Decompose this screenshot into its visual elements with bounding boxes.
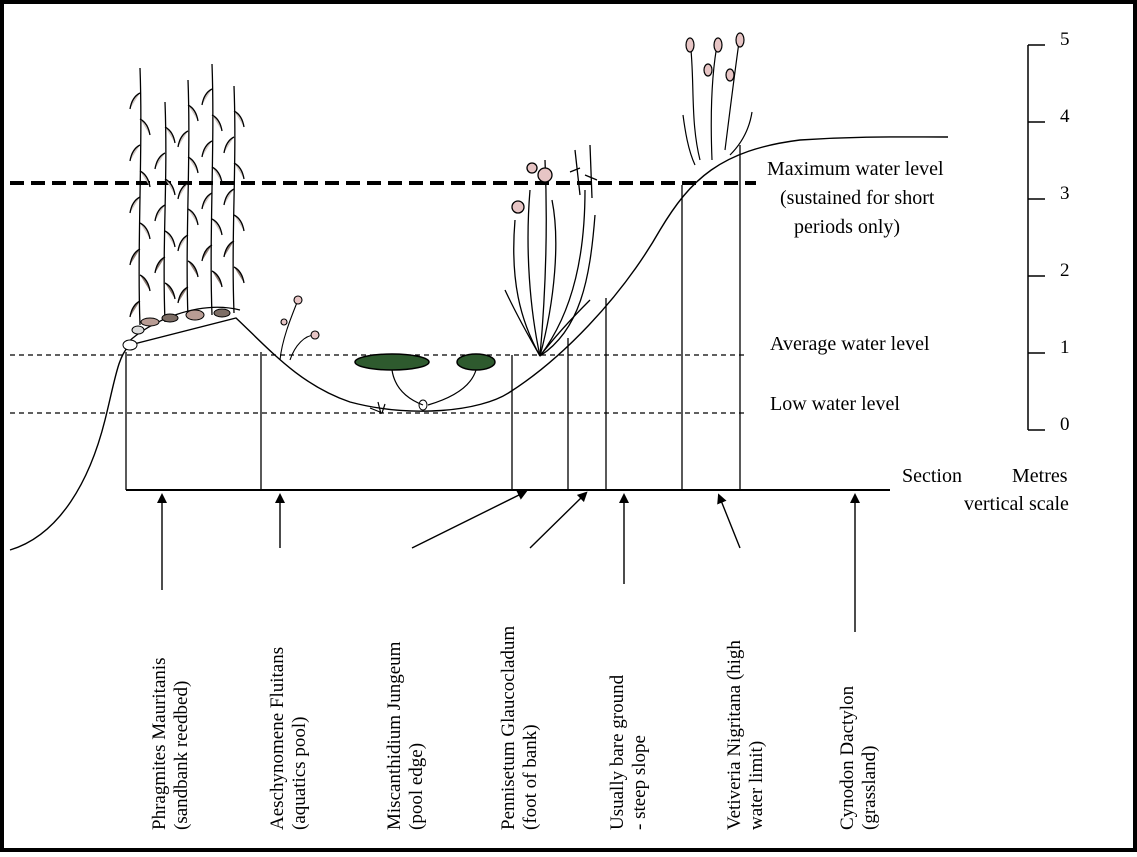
zone-label-miscanthidium-habitat: (pool edge) (406, 743, 427, 830)
reed-leaf (223, 188, 235, 206)
maximum-water-level-label: Maximum water level (767, 158, 944, 180)
scale-tick-5: 5 (1060, 29, 1070, 50)
reed-leaf (201, 192, 213, 210)
reed-leaf (154, 256, 166, 274)
zone-label-bare-ground: Usually bare ground (607, 674, 628, 830)
zone-label-bare-ground-note: - steep slope (629, 735, 650, 830)
reed-stem (186, 79, 190, 319)
arrow-pennisetum (529, 491, 588, 549)
scale-tick-0: 0 (1060, 414, 1070, 435)
reed-leaf (154, 152, 166, 170)
reed-leaf (164, 126, 176, 144)
reed-leaf (211, 218, 223, 236)
zone-label-phragmites-habitat: (sandbank reedbed) (171, 681, 192, 830)
ground-profile-line (9, 136, 949, 551)
zone-label-pennisetum-habitat: (foot of bank) (520, 724, 541, 830)
zone-label-miscanthidium: Miscanthidium Jungeum (384, 641, 405, 830)
reed-leaf (177, 130, 189, 148)
reed-leaf (201, 88, 213, 106)
reed-leaf (129, 92, 141, 110)
maximum-water-level-note-2: periods only) (794, 216, 900, 238)
scale-tick-3: 3 (1060, 183, 1070, 204)
low-water-level-label: Low water level (770, 393, 900, 415)
reed-leaf (139, 222, 151, 240)
vetiveria-grass-illustration (682, 32, 753, 166)
section-label: Section (902, 465, 962, 487)
phragmites-reeds-illustration (129, 63, 245, 326)
reed-leaf (139, 274, 151, 292)
reed-leaf (201, 244, 213, 262)
pennisetum-grass-illustration (504, 144, 598, 357)
reed-leaf (164, 178, 176, 196)
reed-leaf (223, 136, 235, 154)
zone-label-aeschynomene: Aeschynomene Fluitans (267, 647, 288, 830)
zone-dividers (125, 145, 741, 490)
water-lily-pads-illustration (354, 353, 496, 415)
reed-leaf (129, 300, 141, 318)
reed-leaf (233, 162, 245, 180)
reed-leaf (211, 166, 223, 184)
reed-leaf (201, 140, 213, 158)
reed-base-clump (122, 306, 241, 351)
reed-leaf (233, 110, 245, 128)
reed-leaf (211, 114, 223, 132)
average-water-level-label: Average water level (770, 333, 930, 355)
aeschynomene-plant-illustration (279, 295, 320, 361)
zone-label-phragmites: Phragmites Mauritanis (149, 657, 170, 830)
reed-leaf (187, 104, 199, 122)
scale-tick-1: 1 (1060, 337, 1070, 358)
zone-label-cynodon: Cynodon Dactylon (837, 685, 858, 830)
vertical-scale-label: vertical scale (964, 493, 1069, 515)
reed-leaf (177, 182, 189, 200)
maximum-water-level-note-1: (sustained for short (780, 187, 935, 209)
reed-leaf (129, 144, 141, 162)
arrow-miscanthidium (411, 490, 528, 549)
scale-tick-2: 2 (1060, 260, 1070, 281)
arrow-vetiveria (717, 493, 741, 549)
reed-leaf (211, 270, 223, 288)
zone-arrows (157, 490, 860, 632)
zone-label-vetiveria: Vetiveria Nigritana (high (724, 640, 745, 830)
reed-stem (163, 101, 167, 323)
zone-label-vetiveria-habitat: water limit) (746, 741, 767, 830)
reed-leaf (129, 248, 141, 266)
reed-leaf (233, 266, 245, 284)
reed-leaf (187, 156, 199, 174)
reed-leaf (187, 260, 199, 278)
reed-leaf (164, 282, 176, 300)
reed-leaf (139, 118, 151, 136)
reed-leaf (177, 286, 189, 304)
metres-label: Metres (1012, 465, 1068, 487)
reed-leaf (177, 234, 189, 252)
zone-label-pennisetum: Pennisetum Glaucocladum (498, 626, 519, 830)
reed-stem (210, 63, 214, 316)
zone-label-cynodon-habitat: (grassland) (859, 746, 880, 830)
reed-stem (138, 67, 142, 326)
reed-leaf (187, 208, 199, 226)
reed-leaf (129, 196, 141, 214)
zone-label-aeschynomene-habitat: (aquatics pool) (289, 717, 310, 830)
reed-leaf (139, 170, 151, 188)
reed-leaf (233, 214, 245, 232)
reed-stem (232, 85, 236, 314)
vertical-scale (1027, 44, 1045, 431)
reed-leaf (164, 230, 176, 248)
zone-labels: Phragmites Mauritanis (sandbank reedbed)… (149, 626, 880, 830)
scale-tick-4: 4 (1060, 106, 1070, 127)
reed-leaf (154, 204, 166, 222)
reed-leaf (223, 240, 235, 258)
